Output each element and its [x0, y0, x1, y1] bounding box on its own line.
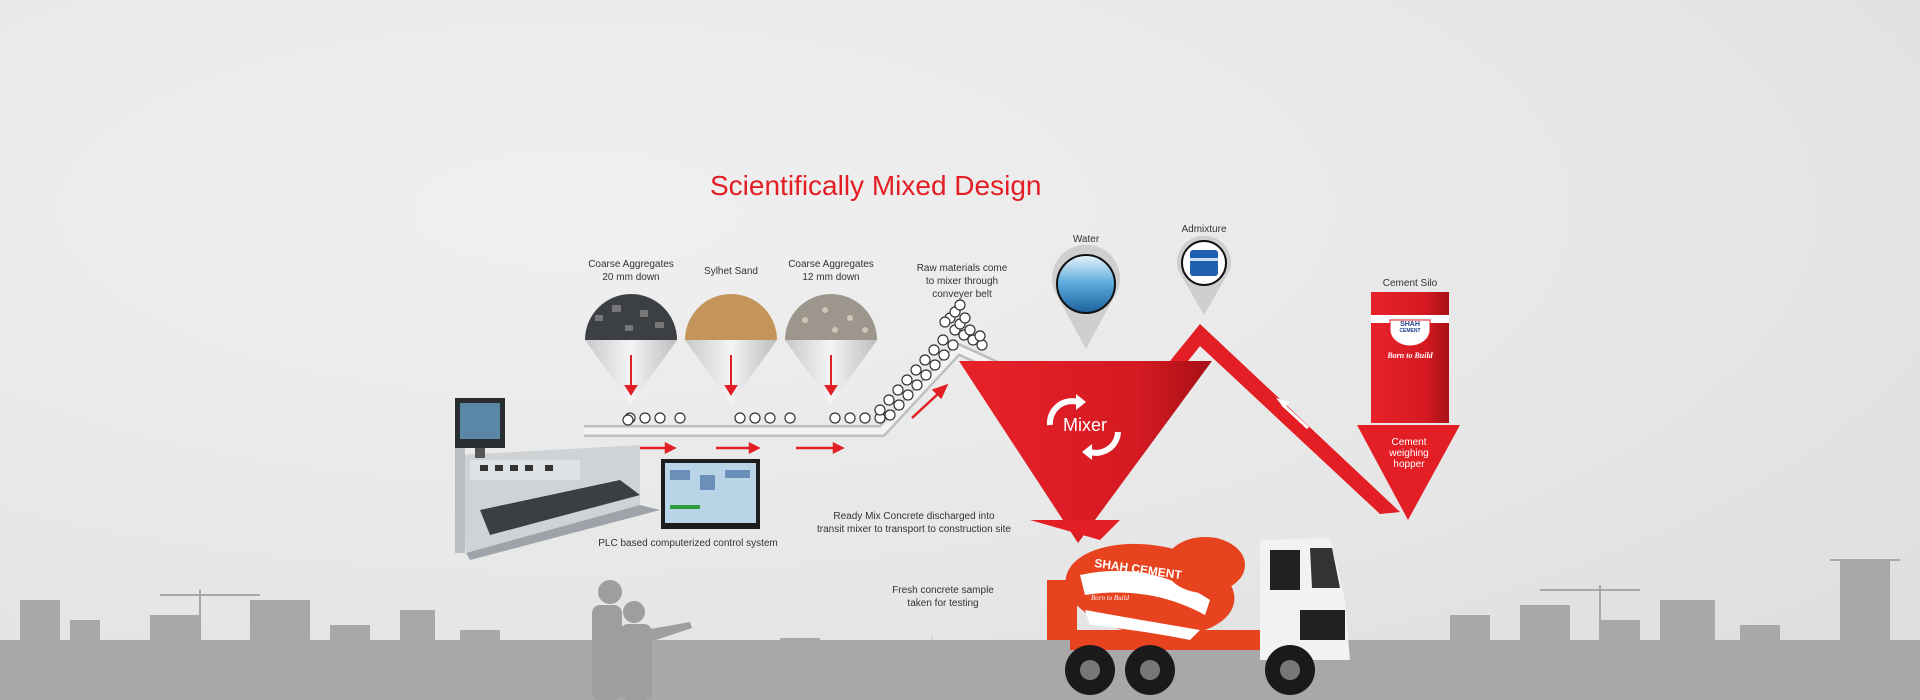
discharge-chute — [1030, 520, 1120, 540]
aggregate-ball — [901, 374, 913, 386]
silo-tagline: Born to Build — [1387, 351, 1433, 360]
aggregate-ball — [654, 412, 666, 424]
rotate-arrows-icon — [1046, 398, 1121, 456]
aggregate-ball — [883, 394, 895, 406]
label-line: Fresh concrete sample — [892, 585, 994, 596]
cement-silo — [1371, 292, 1449, 423]
aggregate-ball — [902, 389, 914, 401]
discharge-label: Ready Mix Concrete discharged into transi… — [817, 510, 1011, 536]
aggregate-ball — [910, 364, 922, 376]
aggregate-ball — [844, 412, 856, 424]
aggregate-ball — [784, 412, 796, 424]
feed-direction-arrow — [1276, 398, 1310, 430]
aggregate-hoppers — [585, 294, 877, 404]
page-title: Scientifically Mixed Design — [710, 170, 1042, 201]
cement-silo-label: Cement Silo — [1382, 278, 1438, 289]
aggregate-ball — [734, 412, 746, 424]
admixture-pin — [1177, 235, 1231, 315]
city-skyline — [0, 559, 1920, 700]
label-line: taken for testing — [907, 598, 979, 609]
label-line: weighing — [1389, 448, 1429, 459]
aggregate-ball — [893, 399, 905, 411]
sample-label: Fresh concrete sample taken for testing — [892, 584, 994, 610]
aggregate-ball — [928, 344, 940, 356]
label-line: 20 mm down — [602, 272, 660, 283]
logo-text: SHAH — [1400, 321, 1420, 328]
control-panel-image — [455, 398, 660, 560]
label-line: Coarse Aggregates — [588, 259, 674, 270]
admixture-label: Admixture — [1181, 224, 1227, 235]
label-line: Coarse Aggregates — [788, 259, 874, 270]
aggregate-ball — [947, 339, 959, 351]
cement-weighing-hopper — [1357, 425, 1460, 520]
label-line: transit mixer to transport to constructi… — [817, 524, 1011, 535]
label-line: conveyer belt — [932, 289, 992, 300]
transit-mixer-truck — [1030, 520, 1350, 695]
material-label: Coarse Aggregates 12 mm down — [788, 258, 874, 284]
aggregate-ball — [892, 384, 904, 396]
aggregate-ball — [911, 379, 923, 391]
aggregate-ball — [939, 316, 951, 328]
label-line: 12 mm down — [802, 272, 860, 283]
aggregate-ball — [919, 354, 931, 366]
material-label: Sylhet Sand — [704, 265, 758, 278]
aggregate-ball — [639, 412, 651, 424]
aggregate-ball — [938, 349, 950, 361]
label-line: Ready Mix Concrete discharged into — [833, 511, 995, 522]
water-pin — [1052, 244, 1120, 349]
aggregate-ball — [829, 412, 841, 424]
aggregate-ball — [954, 299, 966, 311]
water-label: Water — [1072, 234, 1100, 245]
label-line: Cement — [1391, 437, 1427, 448]
label-line: to mixer through — [925, 276, 999, 287]
flow-arrows — [636, 383, 949, 455]
logo-text: CEMENT — [1399, 328, 1421, 334]
aggregate-ball — [976, 339, 988, 351]
aggregate-ball — [884, 409, 896, 421]
aggregate-ball — [974, 330, 986, 342]
aggregate-ball — [859, 412, 871, 424]
aggregate-ball — [964, 324, 976, 336]
plc-monitor-image — [661, 459, 760, 529]
aggregate-ball — [674, 412, 686, 424]
aggregate-ball — [937, 334, 949, 346]
plc-label: PLC based computerized control system — [598, 538, 778, 549]
aggregate-ball — [929, 359, 941, 371]
label-line: Raw materials come — [916, 263, 1008, 274]
cement-feed-path — [1170, 324, 1400, 514]
truck-tagline: Born to Build — [1090, 594, 1130, 602]
label-line: Sylhet Sand — [704, 266, 758, 277]
aggregate-ball — [920, 369, 932, 381]
material-label: Coarse Aggregates 20 mm down — [588, 258, 674, 284]
conveyor-label: Raw materials come to mixer through convey… — [917, 262, 1008, 301]
label-line: hopper — [1393, 459, 1425, 470]
aggregate-ball — [764, 412, 776, 424]
aggregate-ball — [874, 404, 886, 416]
conveyor-belt — [584, 299, 1011, 437]
mixer-label: Mixer — [1063, 415, 1107, 435]
aggregate-ball — [622, 414, 634, 426]
aggregate-ball — [749, 412, 761, 424]
aggregate-ball — [959, 312, 971, 324]
workers-silhouette — [592, 580, 692, 700]
